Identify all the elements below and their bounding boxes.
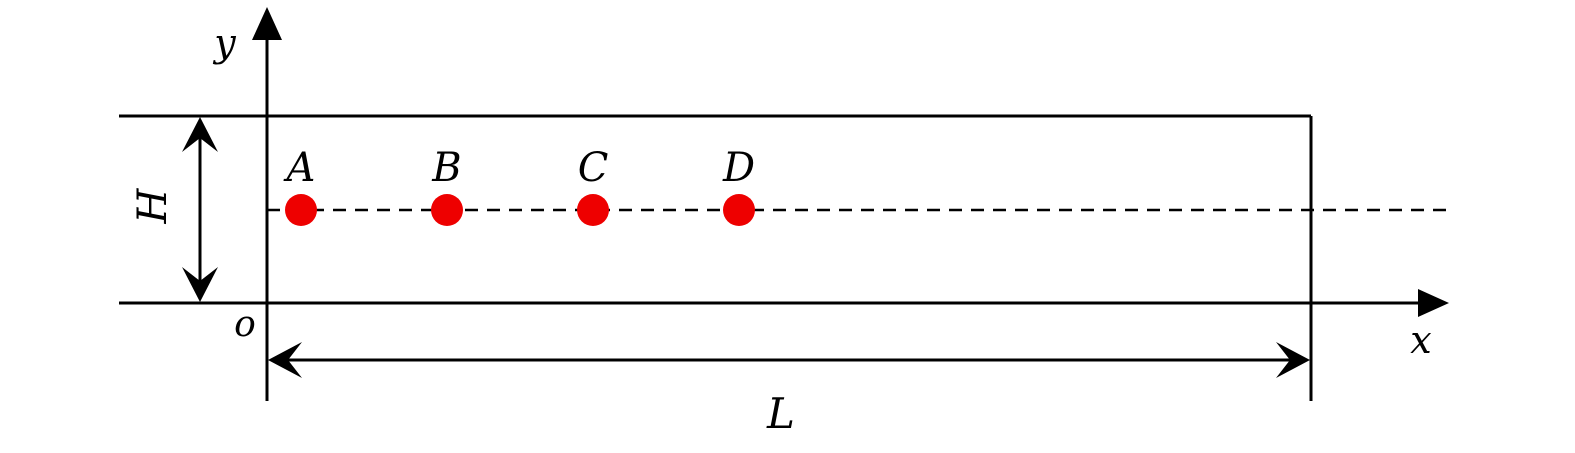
- point-d: [723, 194, 755, 226]
- point-label-a: A: [283, 145, 316, 191]
- length-arrow-right-head: [1276, 342, 1310, 378]
- length-label: L: [766, 389, 795, 438]
- point-c: [577, 194, 609, 226]
- point-b: [431, 194, 463, 226]
- height-arrow-bottom-head: [182, 267, 218, 302]
- length-arrow-left-head: [268, 342, 302, 378]
- x-axis-label: x: [1410, 318, 1431, 362]
- y-axis-label: y: [212, 21, 236, 65]
- point-a: [285, 194, 317, 226]
- point-label-c: C: [578, 145, 609, 191]
- probe-points: A B C D: [283, 145, 755, 226]
- point-label-b: B: [431, 145, 461, 191]
- y-axis-arrowhead: [252, 7, 282, 40]
- point-label-d: D: [722, 145, 755, 191]
- origin-label: o: [234, 304, 256, 345]
- height-label: H: [130, 187, 176, 224]
- height-arrow-top-head: [182, 117, 218, 152]
- x-axis-arrowhead: [1418, 289, 1449, 317]
